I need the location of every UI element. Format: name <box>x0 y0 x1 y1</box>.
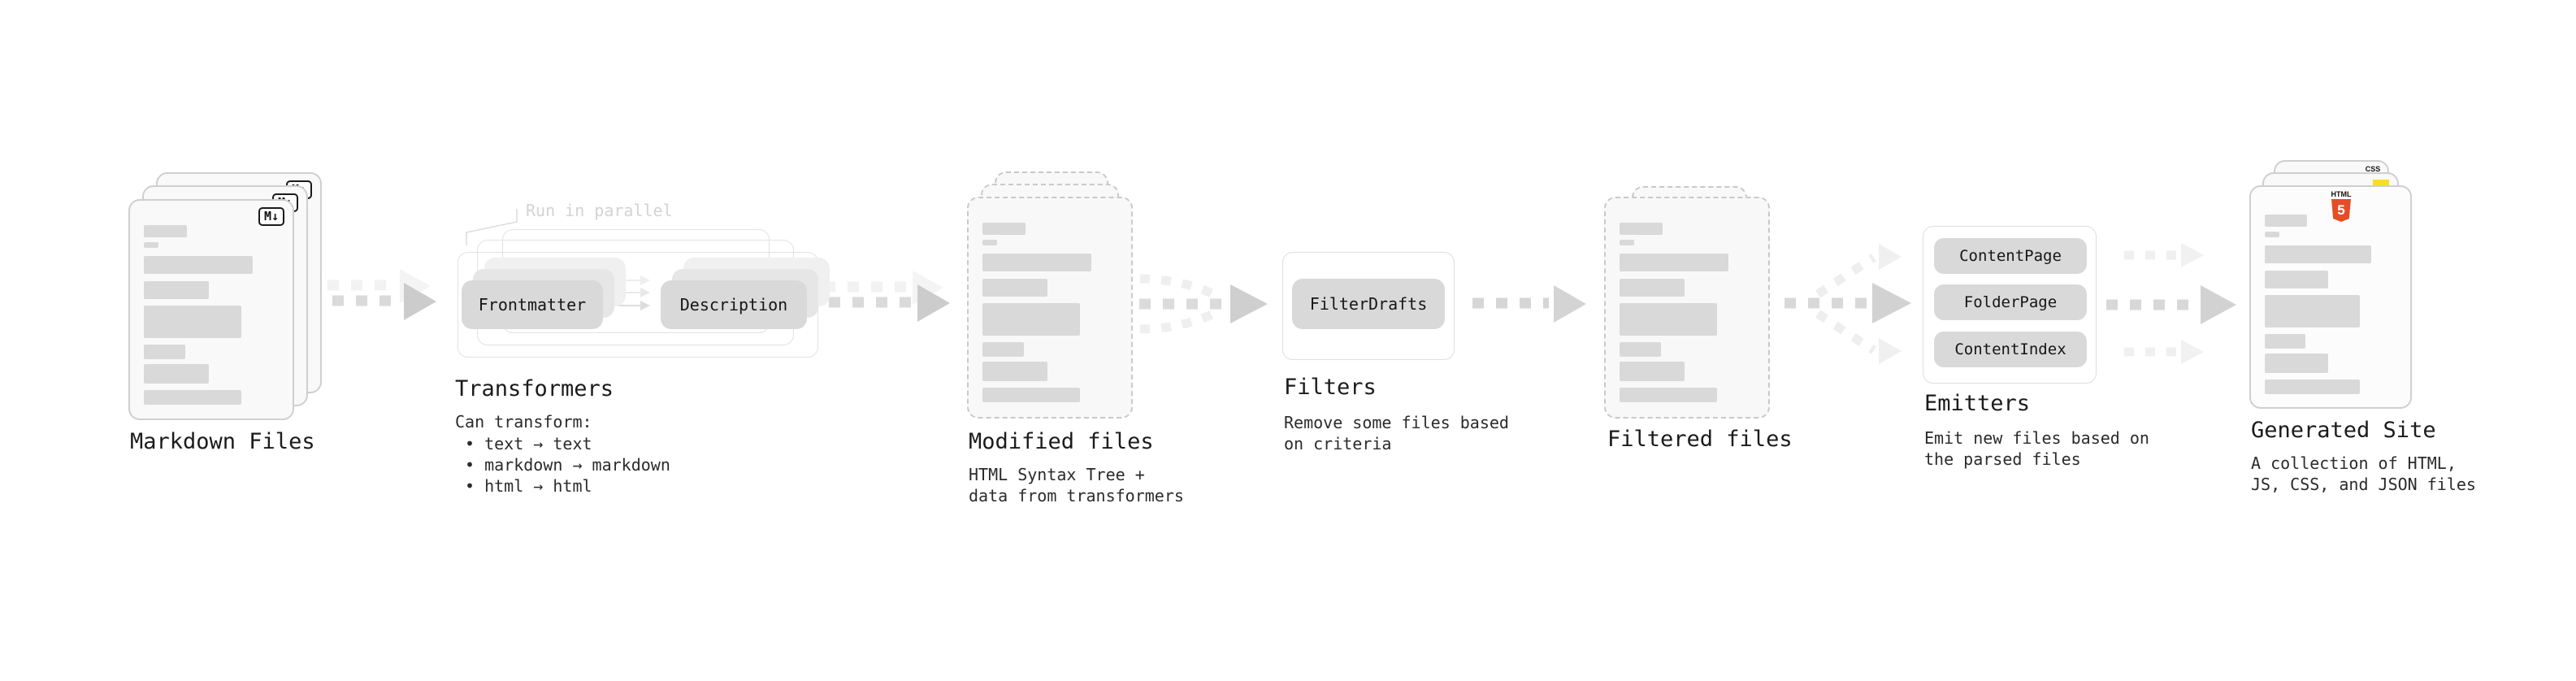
stage-title-filters: Filters <box>1284 375 1377 400</box>
filtered-file-card-front <box>1604 197 1770 419</box>
doc-content-bar <box>144 281 209 299</box>
doc-content-bars <box>2265 215 2396 394</box>
stage-title-filtered-files: Filtered files <box>1607 427 1793 452</box>
generated-sub-line1: A collection of HTML, <box>2251 453 2457 473</box>
node-contentpage: ContentPage <box>1934 238 2087 274</box>
doc-content-bar <box>144 242 159 248</box>
filters-sub-line2: on criteria <box>1284 434 1392 453</box>
emitters-sub-line2: the parsed files <box>1924 449 2081 469</box>
doc-content-bar <box>2265 354 2328 373</box>
transformers-bullet: • html → html <box>465 476 592 496</box>
doc-content-bar <box>2265 232 2279 237</box>
doc-content-bar <box>1620 279 1685 297</box>
doc-content-bars <box>982 223 1117 402</box>
html5-icon: HTML 5 <box>2331 190 2352 222</box>
generated-sub-line2: JS, CSS, and JSON files <box>2251 475 2476 494</box>
doc-content-bar <box>2265 215 2307 227</box>
run-in-parallel-label: Run in parallel <box>526 201 673 220</box>
doc-content-bar <box>982 303 1080 336</box>
doc-content-bar <box>144 364 209 384</box>
doc-content-bar <box>2265 295 2360 327</box>
doc-content-bar <box>982 240 998 245</box>
transformers-bullet: • markdown → markdown <box>465 455 670 475</box>
doc-content-bars <box>144 225 279 405</box>
node-contentindex: ContentIndex <box>1934 332 2087 367</box>
doc-content-bar <box>982 342 1025 357</box>
js-icon <box>2373 180 2389 188</box>
transformers-desc: Can transform: <box>455 412 592 432</box>
doc-content-bar <box>144 225 188 237</box>
doc-content-bar <box>144 306 241 338</box>
stage-title-transformers: Transformers <box>455 376 614 401</box>
doc-content-bar <box>982 223 1026 235</box>
doc-content-bar <box>1620 303 1717 336</box>
node-frontmatter: Frontmatter <box>462 280 603 329</box>
doc-content-bar <box>982 279 1047 297</box>
stage-title-generated-site: Generated Site <box>2251 418 2436 443</box>
doc-content-bar <box>144 345 186 359</box>
doc-content-bar <box>982 388 1080 402</box>
doc-content-bar <box>144 390 241 405</box>
doc-content-bar <box>982 254 1092 271</box>
node-folderpage: FolderPage <box>1934 284 2087 320</box>
doc-content-bars <box>1620 223 1754 402</box>
doc-content-bar <box>2265 245 2372 263</box>
emitters-sub-line1: Emit new files based on <box>1924 428 2149 448</box>
stage-title-markdown-files: Markdown Files <box>130 429 315 454</box>
doc-content-bar <box>982 362 1047 381</box>
doc-content-bar <box>1620 240 1635 245</box>
filters-sub-line1: Remove some files based <box>1284 413 1509 432</box>
doc-content-bar <box>1620 223 1663 235</box>
doc-content-bar <box>1620 362 1685 381</box>
doc-content-bar <box>2265 380 2360 394</box>
modified-sub-line2: data from transformers <box>969 486 1184 505</box>
stage-title-modified-files: Modified files <box>969 429 1154 454</box>
markdown-file-card-front: M↓ <box>128 199 294 420</box>
modified-file-card-front <box>967 197 1133 419</box>
transformers-bullet: • text → text <box>465 434 592 453</box>
modified-sub-line1: HTML Syntax Tree + <box>969 465 1145 484</box>
doc-content-bar <box>2265 334 2306 349</box>
doc-content-bar <box>1620 388 1717 402</box>
node-filterdrafts: FilterDrafts <box>1292 279 1445 329</box>
doc-content-bar <box>1620 342 1662 357</box>
doc-content-bar <box>144 256 254 274</box>
node-description: Description <box>661 280 807 329</box>
markdown-icon: M↓ <box>258 207 284 226</box>
stage-title-emitters: Emitters <box>1924 391 2031 416</box>
doc-content-bar <box>2265 271 2328 288</box>
site-file-card-html: HTML 5 <box>2249 185 2412 409</box>
doc-content-bar <box>1620 254 1729 271</box>
